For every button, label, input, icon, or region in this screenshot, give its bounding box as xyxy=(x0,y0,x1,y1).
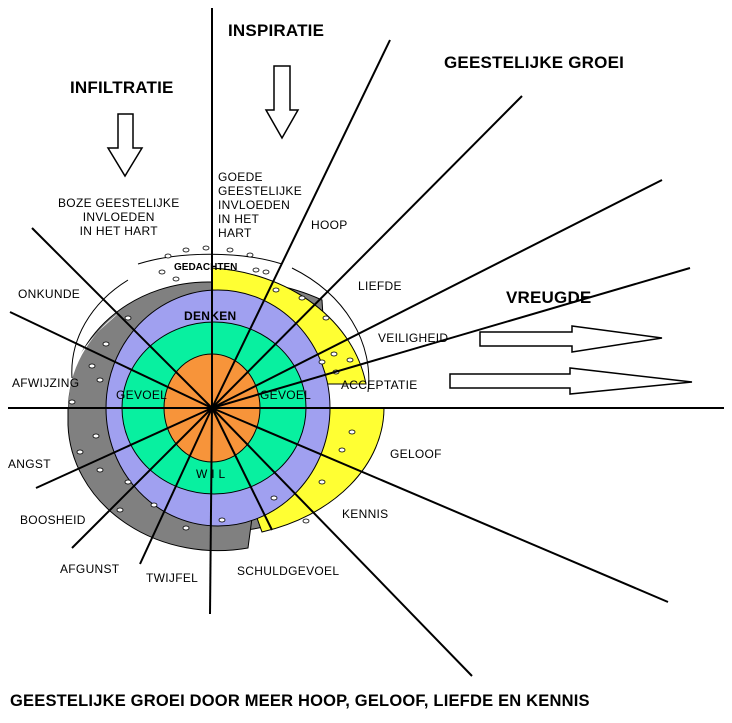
label-acceptatie: ACCEPTATIE xyxy=(341,378,418,392)
label-veiligheid: VEILIGHEID xyxy=(378,331,449,345)
note-boze-invloeden: BOZE GEESTELIJKE INVLOEDEN IN HET HART xyxy=(58,196,180,238)
heading-infiltratie: INFILTRATIE xyxy=(70,78,174,97)
thought-dots xyxy=(68,245,356,531)
down-arrow-infiltratie xyxy=(106,113,144,178)
label-gevoel-right: GEVOEL xyxy=(260,388,312,402)
label-geloof: GELOOF xyxy=(390,447,442,461)
right-arrow-acceptatie xyxy=(449,367,693,395)
label-afgunst: AFGUNST xyxy=(60,562,120,576)
gray-ring-white-edge xyxy=(60,312,120,408)
label-kennis: KENNIS xyxy=(342,507,389,521)
label-angst: ANGST xyxy=(8,457,51,471)
right-outer-arc xyxy=(291,267,370,393)
label-gevoel-left: GEVOEL xyxy=(116,388,168,402)
label-boosheid: BOOSHEID xyxy=(20,513,86,527)
label-liefde: LIEFDE xyxy=(358,279,402,293)
footer-caption: GEESTELIJKE GROEI DOOR MEER HOOP, GELOOF… xyxy=(10,692,590,710)
label-schuldgevoel: SCHULDGEVOEL xyxy=(237,564,340,578)
heading-inspiratie: INSPIRATIE xyxy=(228,21,325,40)
label-afwijzing: AFWIJZING xyxy=(12,376,80,390)
label-wil: W I L xyxy=(196,467,226,481)
heading-vreugde: VREUGDE xyxy=(506,288,592,307)
label-denken: DENKEN xyxy=(184,309,237,323)
right-arrow-veiligheid xyxy=(479,325,663,353)
label-twijfel: TWIJFEL xyxy=(146,571,199,585)
heading-geestelijke-groei: GEESTELIJKE GROEI xyxy=(444,53,625,72)
label-gedachten: GEDACHTEN xyxy=(174,262,238,273)
down-arrow-inspiratie xyxy=(264,65,300,140)
radial-lines xyxy=(8,8,724,677)
label-hoop: HOOP xyxy=(311,218,348,232)
left-outer-arc xyxy=(71,279,129,379)
label-onkunde: ONKUNDE xyxy=(18,287,81,301)
gedachten-arc xyxy=(137,253,283,265)
note-goede-invloeden: GOEDE GEESTELIJKE INVLOEDEN IN HET HART xyxy=(218,170,302,240)
